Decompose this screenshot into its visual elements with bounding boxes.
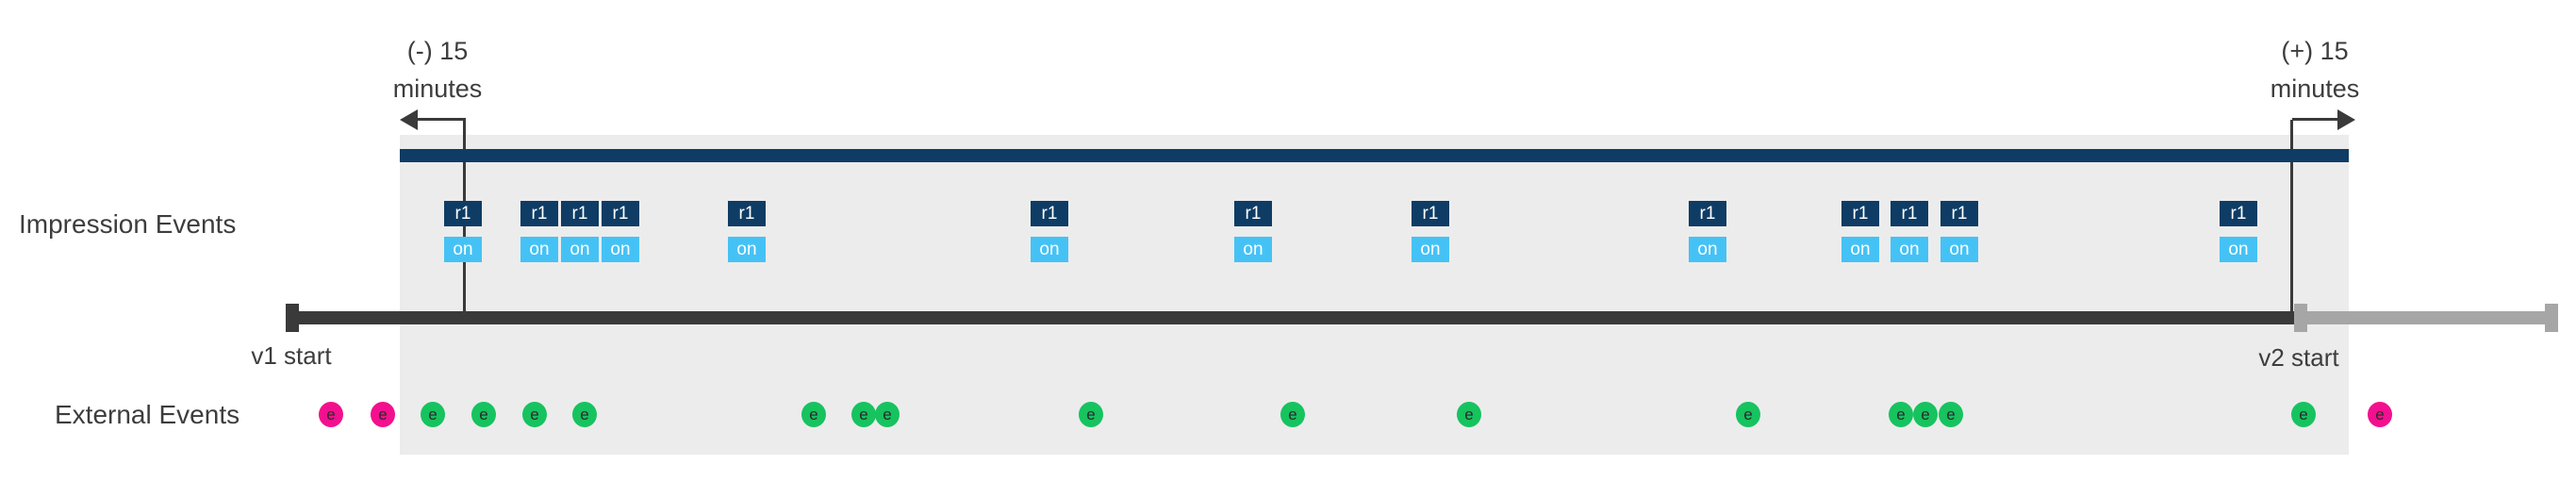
impression-event-column: r1 on bbox=[1891, 201, 1928, 262]
minus-window-label: (-) 15 minutes bbox=[357, 32, 518, 108]
external-event-dot: e bbox=[319, 402, 343, 427]
v2-start-cap bbox=[2294, 304, 2307, 332]
impression-on-tag: on bbox=[1689, 237, 1726, 262]
impression-event-column: r1 on bbox=[1841, 201, 1879, 262]
external-event-dot: e bbox=[851, 402, 876, 427]
v2-timeline-bar bbox=[2294, 311, 2558, 324]
impression-event-column: r1 on bbox=[2220, 201, 2257, 262]
impression-on-tag: on bbox=[561, 237, 599, 262]
external-event-dot: e bbox=[1280, 402, 1305, 427]
v1-start-label: v1 start bbox=[251, 341, 332, 370]
impression-r1-tag: r1 bbox=[2220, 201, 2257, 226]
impression-event-column: r1 on bbox=[520, 201, 558, 262]
impression-event-column: r1 on bbox=[561, 201, 599, 262]
v2-start-label: v2 start bbox=[2258, 343, 2339, 372]
impression-r1-tag: r1 bbox=[1234, 201, 1272, 226]
plus-window-label-line2: minutes bbox=[2270, 75, 2360, 103]
impression-on-tag: on bbox=[444, 237, 482, 262]
impression-r1-tag: r1 bbox=[1412, 201, 1449, 226]
external-event-dot: e bbox=[875, 402, 900, 427]
arrow-left-icon bbox=[400, 109, 418, 130]
impression-on-tag: on bbox=[1891, 237, 1928, 262]
v1-timeline-bar bbox=[286, 311, 2294, 324]
impression-event-column: r1 on bbox=[1689, 201, 1726, 262]
impression-on-tag: on bbox=[728, 237, 766, 262]
impression-r1-tag: r1 bbox=[1841, 201, 1879, 226]
impression-r1-tag: r1 bbox=[602, 201, 639, 226]
v1-start-cap bbox=[286, 304, 299, 332]
external-event-dot: e bbox=[522, 402, 547, 427]
external-event-dot: e bbox=[1889, 402, 1913, 427]
impression-r1-tag: r1 bbox=[1031, 201, 1068, 226]
impression-event-column: r1 on bbox=[728, 201, 766, 262]
external-event-dot: e bbox=[421, 402, 445, 427]
impression-r1-tag: r1 bbox=[1891, 201, 1928, 226]
impression-r1-tag: r1 bbox=[561, 201, 599, 226]
v2-end-cap bbox=[2545, 304, 2558, 332]
impression-r1-tag: r1 bbox=[728, 201, 766, 226]
impression-event-column: r1 on bbox=[1940, 201, 1978, 262]
minus-window-label-line2: minutes bbox=[392, 75, 483, 103]
impression-event-column: r1 on bbox=[602, 201, 639, 262]
experiment-top-bar bbox=[400, 149, 2349, 162]
impression-event-column: r1 on bbox=[1031, 201, 1068, 262]
external-events-label: External Events bbox=[55, 400, 240, 429]
plus-window-marker-line bbox=[2290, 120, 2293, 312]
impression-r1-tag: r1 bbox=[444, 201, 482, 226]
plus-window-label: (+) 15 minutes bbox=[2235, 32, 2395, 108]
external-event-dot: e bbox=[2368, 402, 2392, 427]
impression-on-tag: on bbox=[1412, 237, 1449, 262]
plus-window-label-line1: (+) 15 bbox=[2281, 37, 2349, 65]
external-event-dot: e bbox=[471, 402, 496, 427]
external-event-dot: e bbox=[1457, 402, 1481, 427]
impression-event-column: r1 on bbox=[1234, 201, 1272, 262]
impression-on-tag: on bbox=[1031, 237, 1068, 262]
impression-r1-tag: r1 bbox=[1689, 201, 1726, 226]
experiment-window-panel bbox=[400, 135, 2349, 455]
minus-window-label-line1: (-) 15 bbox=[406, 37, 469, 65]
impression-r1-tag: r1 bbox=[1940, 201, 1978, 226]
external-event-dot: e bbox=[1939, 402, 1963, 427]
impression-on-tag: on bbox=[602, 237, 639, 262]
external-event-dot: e bbox=[1736, 402, 1760, 427]
external-event-dot: e bbox=[572, 402, 597, 427]
impression-on-tag: on bbox=[520, 237, 558, 262]
external-event-dot: e bbox=[1913, 402, 1938, 427]
minus-window-arrow-line bbox=[416, 118, 466, 121]
impression-on-tag: on bbox=[2220, 237, 2257, 262]
impression-r1-tag: r1 bbox=[520, 201, 558, 226]
impression-on-tag: on bbox=[1841, 237, 1879, 262]
impression-on-tag: on bbox=[1234, 237, 1272, 262]
arrow-right-icon bbox=[2337, 109, 2355, 130]
impression-events-label: Impression Events bbox=[19, 209, 237, 239]
external-event-dot: e bbox=[2291, 402, 2316, 427]
impression-event-column: r1 on bbox=[444, 201, 482, 262]
impression-event-column: r1 on bbox=[1412, 201, 1449, 262]
external-event-dot: e bbox=[1079, 402, 1103, 427]
plus-window-arrow-line bbox=[2292, 118, 2339, 121]
external-event-dot: e bbox=[371, 402, 395, 427]
external-event-dot: e bbox=[801, 402, 826, 427]
impression-on-tag: on bbox=[1940, 237, 1978, 262]
